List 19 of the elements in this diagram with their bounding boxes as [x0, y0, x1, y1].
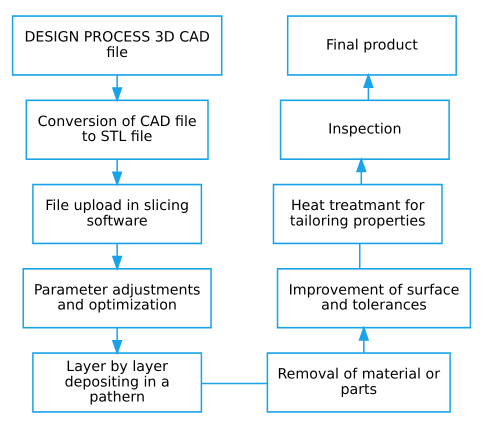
- connector: [359, 243, 361, 268]
- node-box: Final product: [286, 14, 457, 76]
- node-box: Heat treatmant for tailoring properties: [272, 183, 443, 244]
- node-box: Improvement of surface and tolerances: [276, 268, 472, 328]
- arrow: [112, 74, 122, 102]
- node-box: Layer by layer depositing in a pathern: [32, 352, 202, 412]
- node-box: Conversion of CAD file to STL file: [26, 99, 209, 160]
- arrow: [363, 72, 374, 100]
- arrow: [356, 156, 367, 184]
- node-box: File upload in slicing software: [32, 183, 202, 244]
- arrow: [112, 158, 122, 186]
- node-box: Parameter adjustments and optimization: [22, 268, 212, 328]
- node-box: Removal of material or parts: [266, 352, 451, 412]
- connector: [202, 382, 268, 384]
- arrow: [112, 327, 122, 355]
- node-box: Inspection: [280, 99, 450, 160]
- arrow: [112, 242, 122, 270]
- node-box: DESIGN PROCESS 3D CAD file: [12, 14, 222, 76]
- arrow: [358, 325, 370, 353]
